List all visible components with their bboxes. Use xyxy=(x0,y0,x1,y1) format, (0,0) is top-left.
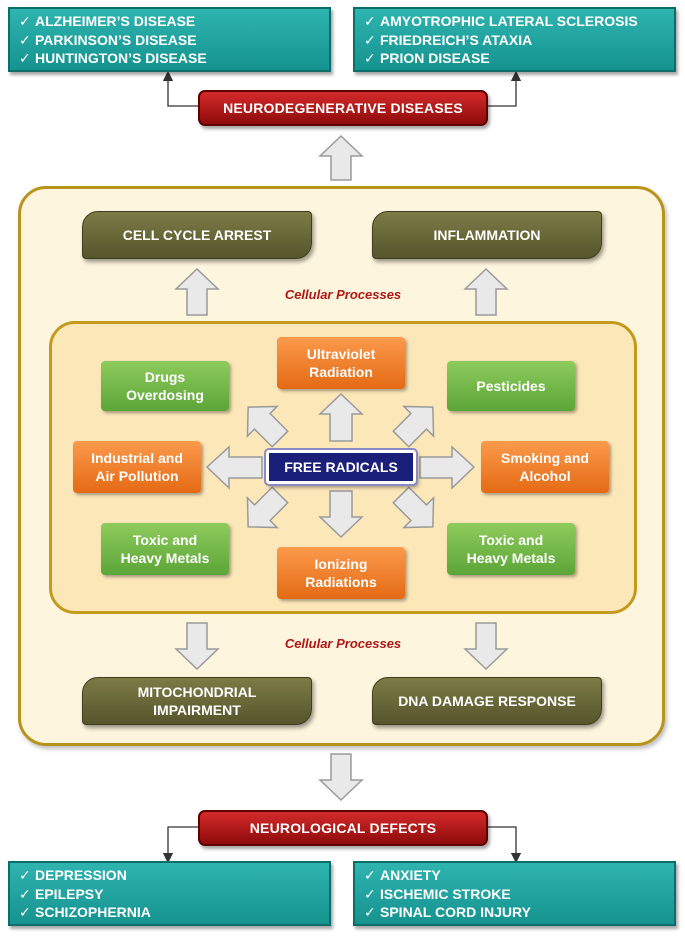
disease-box-bottom-right: ✓ANXIETY ✓ISCHEMIC STROKE ✓SPINAL CORD I… xyxy=(353,861,676,926)
block-arrow-up-icon xyxy=(463,267,509,316)
disease-box-bottom-left: ✓DEPRESSION ✓EPILEPSY ✓SCHIZOPHERNIA xyxy=(8,861,331,926)
arrow-down-icon xyxy=(318,490,364,539)
cellular-processes-label-bottom: Cellular Processes xyxy=(284,636,402,651)
arrow-left-icon xyxy=(205,445,263,490)
banner-neurological-defects: NEUROLOGICAL DEFECTS xyxy=(198,810,488,846)
connector-top-left xyxy=(162,70,198,107)
process-dna-damage-response: DNA DAMAGE RESPONSE xyxy=(372,677,602,725)
arrow-down-right-icon xyxy=(392,486,435,529)
disease-item: ✓EPILEPSY xyxy=(19,885,104,902)
free-radicals-center: FREE RADICALS xyxy=(264,448,418,486)
disease-box-top-right: ✓AMYOTROPHIC LATERAL SCLEROSIS ✓FRIEDREI… xyxy=(353,7,676,72)
arrow-up-right-icon xyxy=(392,405,435,448)
disease-item: ✓FRIEDREICH’S ATAXIA xyxy=(364,31,533,48)
block-arrow-up-icon xyxy=(174,267,220,316)
disease-item: ✓ALZHEIMER’S DISEASE xyxy=(19,13,196,29)
block-arrow-down-icon xyxy=(463,622,509,671)
disease-item: ✓PARKINSON’S DISEASE xyxy=(19,31,197,48)
arrow-up-icon xyxy=(318,392,364,442)
process-inflammation: INFLAMMATION xyxy=(372,211,602,259)
disease-item: ✓HUNTINGTON’S DISEASE xyxy=(19,50,207,66)
process-cell-cycle-arrest: CELL CYCLE ARREST xyxy=(82,211,312,259)
block-arrow-down-icon xyxy=(174,622,220,671)
disease-item: ✓ISCHEMIC STROKE xyxy=(364,885,511,902)
connector-bottom-right xyxy=(488,826,522,864)
block-arrow-down-icon xyxy=(318,753,364,802)
arrow-right-icon xyxy=(419,445,476,490)
disease-item: ✓SCHIZOPHERNIA xyxy=(19,904,151,920)
arrow-up-left-icon xyxy=(246,405,289,448)
banner-neurodegenerative: NEURODEGENERATIVE DISEASES xyxy=(198,90,488,126)
disease-item: ✓ANXIETY xyxy=(364,867,441,883)
disease-item: ✓PRION DISEASE xyxy=(364,50,490,66)
disease-item: ✓AMYOTROPHIC LATERAL SCLEROSIS xyxy=(364,13,638,29)
source-pesticides: Pesticides xyxy=(447,361,575,411)
cellular-processes-label-top: Cellular Processes xyxy=(284,287,402,302)
arrow-down-left-icon xyxy=(246,486,289,529)
disease-box-top-left: ✓ALZHEIMER’S DISEASE ✓PARKINSON’S DISEAS… xyxy=(8,7,331,72)
block-arrow-up-icon xyxy=(318,134,364,181)
disease-item: ✓SPINAL CORD INJURY xyxy=(364,904,531,920)
disease-item: ✓DEPRESSION xyxy=(19,867,127,883)
connector-bottom-left xyxy=(162,826,198,864)
connector-top-right xyxy=(488,70,522,107)
